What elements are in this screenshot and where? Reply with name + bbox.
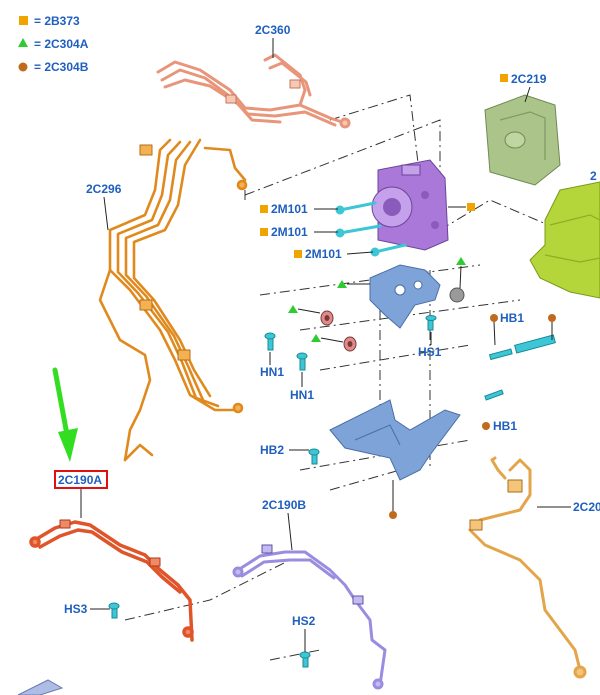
fasteners	[108, 315, 556, 668]
label-hb1-lower: HB1	[493, 419, 517, 433]
label-hs2: HS2	[292, 614, 316, 628]
marker-circle-icon	[548, 314, 556, 322]
assembly-guide-lines	[124, 94, 561, 661]
legend-label-2b373: = 2B373	[34, 14, 80, 28]
marker-triangle-icon	[288, 305, 298, 313]
legend-label-2c304b: = 2C304B	[34, 60, 89, 74]
legend-triangle-icon	[18, 38, 28, 47]
label-2m101-a-square-icon	[260, 205, 268, 213]
label-hb1-upper: HB1	[500, 311, 524, 325]
legend: = 2B373 = 2C304A = 2C304B	[18, 14, 89, 74]
brake-tube-2c190b	[232, 544, 387, 690]
label-2c296: 2C296	[86, 182, 122, 196]
label-hn1-lower: HN1	[290, 388, 314, 402]
label-hn1-left: HN1	[260, 365, 284, 379]
label-right-edge: 2	[590, 169, 597, 183]
label-2c360: 2C360	[255, 23, 291, 37]
marker-circle-icon	[482, 422, 490, 430]
sensor-cable-right	[468, 456, 587, 679]
brake-tube-bundle-2c296	[98, 138, 248, 462]
label-2c219: 2C219	[511, 72, 547, 86]
part-2c219-block	[484, 94, 561, 186]
part-lime-bracket	[529, 181, 600, 299]
label-2m101-c-square-icon	[294, 250, 302, 258]
marker-square-icon	[467, 203, 475, 211]
label-hs3: HS3	[64, 602, 88, 616]
label-hs1: HS1	[418, 345, 442, 359]
label-2m101-c: 2M101	[305, 247, 342, 261]
label-2m101-a: 2M101	[271, 202, 308, 216]
highlight-box	[54, 470, 108, 489]
label-2c-right: 2C20	[573, 500, 600, 514]
grommets	[320, 310, 357, 352]
label-2c190b: 2C190B	[262, 498, 306, 512]
grommet-grey	[449, 287, 465, 303]
legend-label-2c304a: = 2C304A	[34, 37, 89, 51]
markers	[288, 257, 556, 519]
bracket-upper-blue	[369, 264, 441, 329]
brake-tube-2c190a	[29, 519, 194, 642]
marker-triangle-icon	[337, 280, 347, 288]
label-2c190a: 2C190A	[58, 473, 102, 487]
bolts-2m101	[335, 201, 407, 257]
bracket-lower-blue	[329, 399, 461, 481]
marker-triangle-icon	[456, 257, 466, 265]
label-hb2: HB2	[260, 443, 284, 457]
label-2m101-b: 2M101	[271, 225, 308, 239]
marker-circle-icon	[490, 314, 498, 322]
abs-module-purple	[371, 159, 449, 251]
bottom-left-fragment	[17, 679, 64, 695]
highlight-arrow	[52, 367, 78, 462]
marker-circle-icon	[389, 511, 397, 519]
marker-triangle-icon	[311, 334, 321, 342]
label-2m101-b-square-icon	[260, 228, 268, 236]
legend-circle-icon	[18, 62, 28, 72]
brake-tube-2c360	[156, 53, 351, 129]
label-2c219-square-icon	[500, 74, 508, 82]
legend-square-icon	[19, 16, 28, 25]
